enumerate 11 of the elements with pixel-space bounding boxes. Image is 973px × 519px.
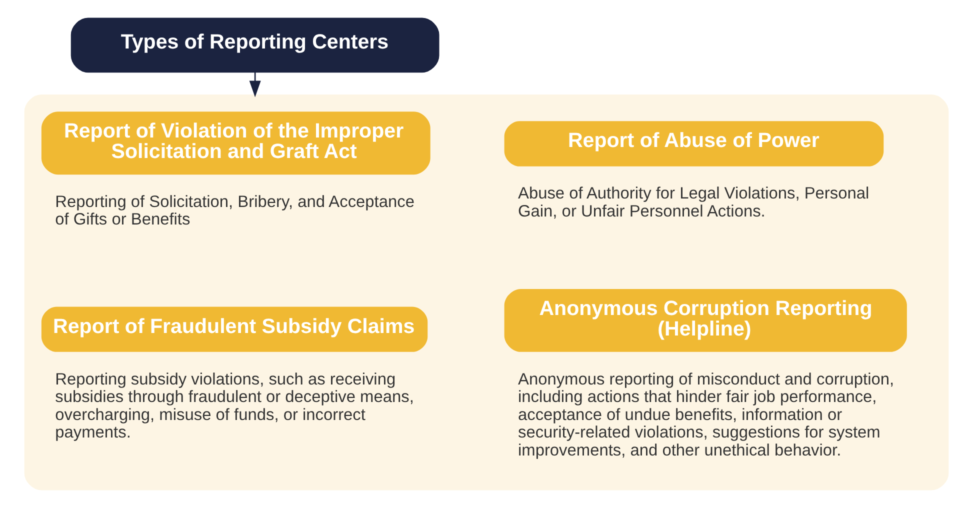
node-box: Report of Abuse of Power xyxy=(504,121,884,166)
cluster xyxy=(24,94,949,490)
arrow xyxy=(249,72,261,98)
node-box: Types of Reporting Centers xyxy=(70,18,440,73)
node-label: Anonymous reporting of misconduct and corruption, including actions that hinder fair job performance, acceptance of undue benefits, information or security-related violations, suggestions for system improvements, and other unethical behavior. xyxy=(518,370,894,460)
node-box: Report of Fraudulent Subsidy Claims xyxy=(41,306,428,352)
node-label: Abuse of Authority for Legal Violations, Personal Gain, or Unfair Personnel Actions. xyxy=(518,184,870,220)
node-box: Anonymous Corruption Reporting (Helpline) xyxy=(504,288,907,352)
node-box: Report of Violation of the Improper Solicitation and Graft Act xyxy=(41,112,430,175)
node-label: Reporting subsidy violations, such as receiving subsidies through fraudulent or deceptive means, overcharging, misuse of funds, or incorrect payments. xyxy=(55,370,414,442)
node-label: Reporting of Solicitation, Bribery, and Acceptance of Gifts or Benefits xyxy=(55,192,414,229)
